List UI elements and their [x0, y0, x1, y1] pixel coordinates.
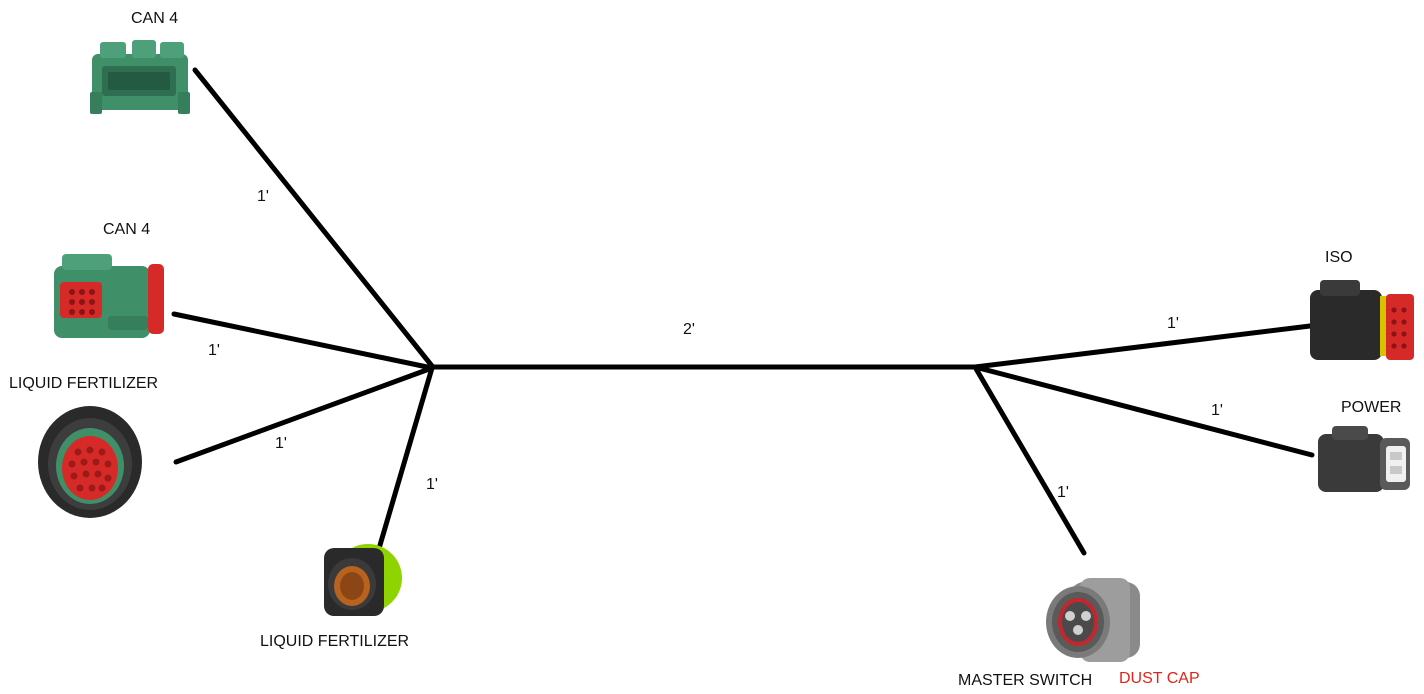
power-connector-image: [1318, 426, 1410, 492]
can4-top-label: CAN 4: [131, 10, 179, 27]
can4-side-label: CAN 4: [103, 221, 151, 238]
liquid-fertilizer-round-label: LIQUID FERTILIZER: [9, 375, 159, 392]
master-switch-connector-image: [1046, 578, 1140, 662]
wire-liquid-round: [173, 365, 435, 465]
wire-can4-side: [171, 311, 435, 371]
iso-length: 1': [1167, 315, 1179, 332]
dust-cap-label: DUST CAP: [1119, 670, 1200, 687]
liquid-fertilizer-round-connector-image: [38, 406, 142, 518]
can4-side-length: 1': [208, 342, 220, 359]
wire-master-switch: [972, 364, 1087, 556]
wire-iso: [972, 323, 1313, 370]
power-length: 1': [1211, 402, 1223, 419]
can4-top-length: 1': [257, 188, 269, 205]
trunk-length: 2': [683, 321, 695, 338]
iso-connector-image: [1310, 280, 1414, 360]
wire-liquid-bottom: [375, 365, 435, 555]
iso-label: ISO: [1325, 249, 1353, 266]
power-label: POWER: [1341, 399, 1402, 416]
wire-can4-top: [192, 67, 435, 369]
liquid-fertilizer-round-length: 1': [275, 435, 287, 452]
wire-power: [972, 364, 1315, 458]
liquid-fertilizer-bottom-label: LIQUID FERTILIZER: [260, 633, 410, 650]
can4-side-connector-image: [54, 254, 164, 338]
liquid-fertilizer-bottom-connector-image: [324, 544, 402, 616]
master-switch-length: 1': [1057, 484, 1069, 501]
can4-top-connector-image: [90, 40, 190, 114]
liquid-fertilizer-bottom-length: 1': [426, 476, 438, 493]
master-switch-label: MASTER SWITCH: [958, 672, 1093, 689]
